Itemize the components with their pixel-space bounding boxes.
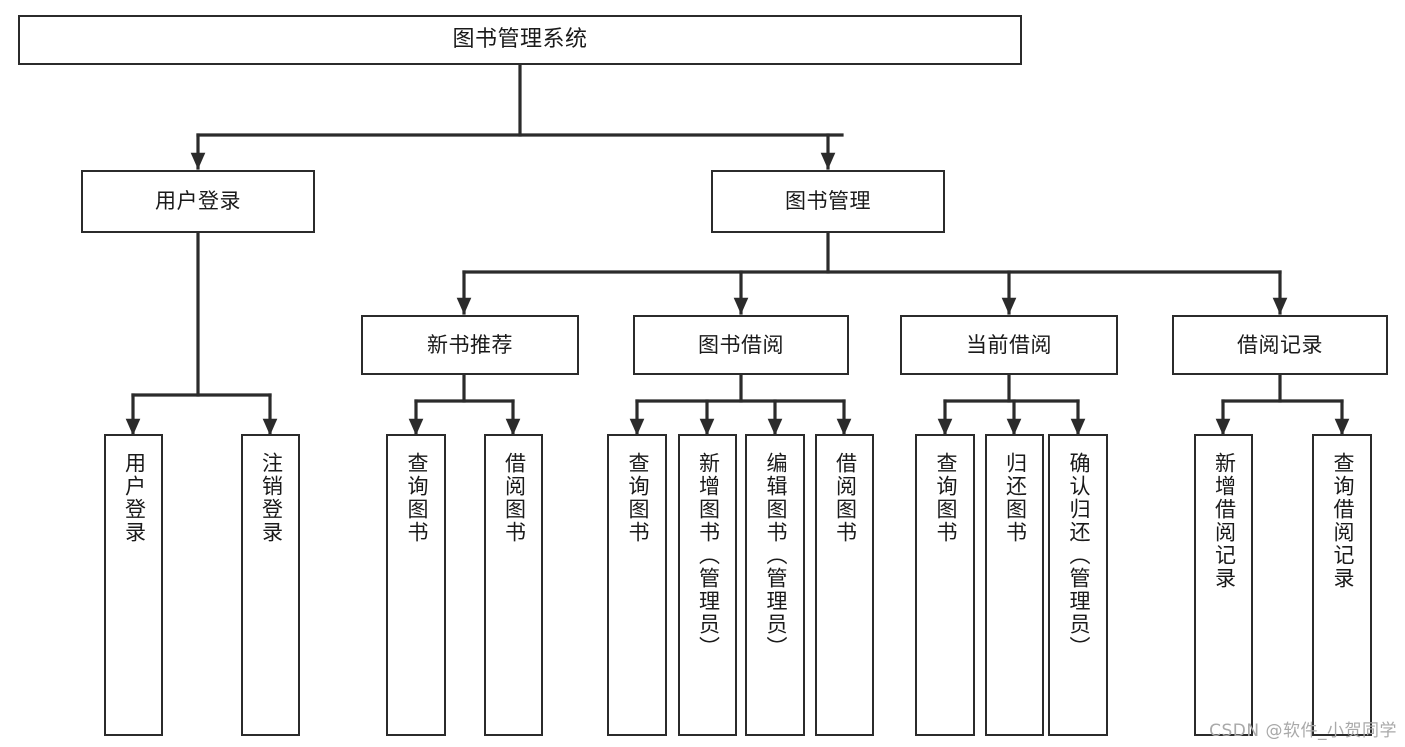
node-leaf-borrow-book-label: 借阅图书 (833, 452, 858, 544)
node-current-borrow[interactable]: 当前借阅 (900, 315, 1118, 375)
node-leaf-borrow-query[interactable]: 查询图书 (607, 434, 667, 736)
node-leaf-confirm-return[interactable]: 确认归还（管理员） (1048, 434, 1108, 736)
node-leaf-confirm-return-label: 确认归还（管理员） (1066, 452, 1091, 659)
node-borrow-records-label: 借阅记录 (1237, 332, 1323, 357)
node-leaf-current-query[interactable]: 查询图书 (915, 434, 975, 736)
node-leaf-record-add[interactable]: 新增借阅记录 (1194, 434, 1253, 736)
node-leaf-borrow-book[interactable]: 借阅图书 (815, 434, 874, 736)
node-new-book-recommend-label: 新书推荐 (427, 332, 513, 357)
node-user-login-label: 用户登录 (155, 189, 241, 214)
node-book-borrow[interactable]: 图书借阅 (633, 315, 849, 375)
node-leaf-record-add-label: 新增借阅记录 (1212, 452, 1237, 590)
node-borrow-records[interactable]: 借阅记录 (1172, 315, 1388, 375)
node-leaf-newbook-query[interactable]: 查询图书 (386, 434, 446, 736)
node-leaf-current-query-label: 查询图书 (933, 452, 958, 544)
node-leaf-logout[interactable]: 注销登录 (241, 434, 300, 736)
node-leaf-record-query[interactable]: 查询借阅记录 (1312, 434, 1372, 736)
node-leaf-book-edit-label: 编辑图书（管理员） (763, 452, 788, 659)
node-leaf-user-login[interactable]: 用户登录 (104, 434, 163, 736)
node-book-management[interactable]: 图书管理 (711, 170, 945, 233)
node-leaf-return-book-label: 归还图书 (1003, 452, 1028, 544)
node-leaf-book-add-label: 新增图书（管理员） (696, 452, 721, 659)
node-current-borrow-label: 当前借阅 (966, 332, 1052, 357)
node-user-login[interactable]: 用户登录 (81, 170, 315, 233)
node-book-management-label: 图书管理 (785, 189, 871, 214)
node-leaf-return-book[interactable]: 归还图书 (985, 434, 1044, 736)
node-leaf-user-login-label: 用户登录 (122, 452, 147, 544)
csdn-watermark: CSDN @软件_小贺同学 (1209, 721, 1397, 741)
node-book-borrow-label: 图书借阅 (698, 332, 784, 357)
node-leaf-newbook-query-label: 查询图书 (404, 452, 429, 544)
node-leaf-book-add[interactable]: 新增图书（管理员） (678, 434, 737, 736)
node-leaf-borrow-query-label: 查询图书 (625, 452, 650, 544)
node-leaf-book-edit[interactable]: 编辑图书（管理员） (745, 434, 805, 736)
node-new-book-recommend[interactable]: 新书推荐 (361, 315, 579, 375)
node-root[interactable]: 图书管理系统 (18, 15, 1022, 65)
node-leaf-newbook-borrow-label: 借阅图书 (502, 452, 527, 544)
node-root-label: 图书管理系统 (452, 27, 588, 53)
node-leaf-record-query-label: 查询借阅记录 (1330, 452, 1355, 590)
node-leaf-newbook-borrow[interactable]: 借阅图书 (484, 434, 543, 736)
node-leaf-logout-label: 注销登录 (259, 452, 284, 544)
